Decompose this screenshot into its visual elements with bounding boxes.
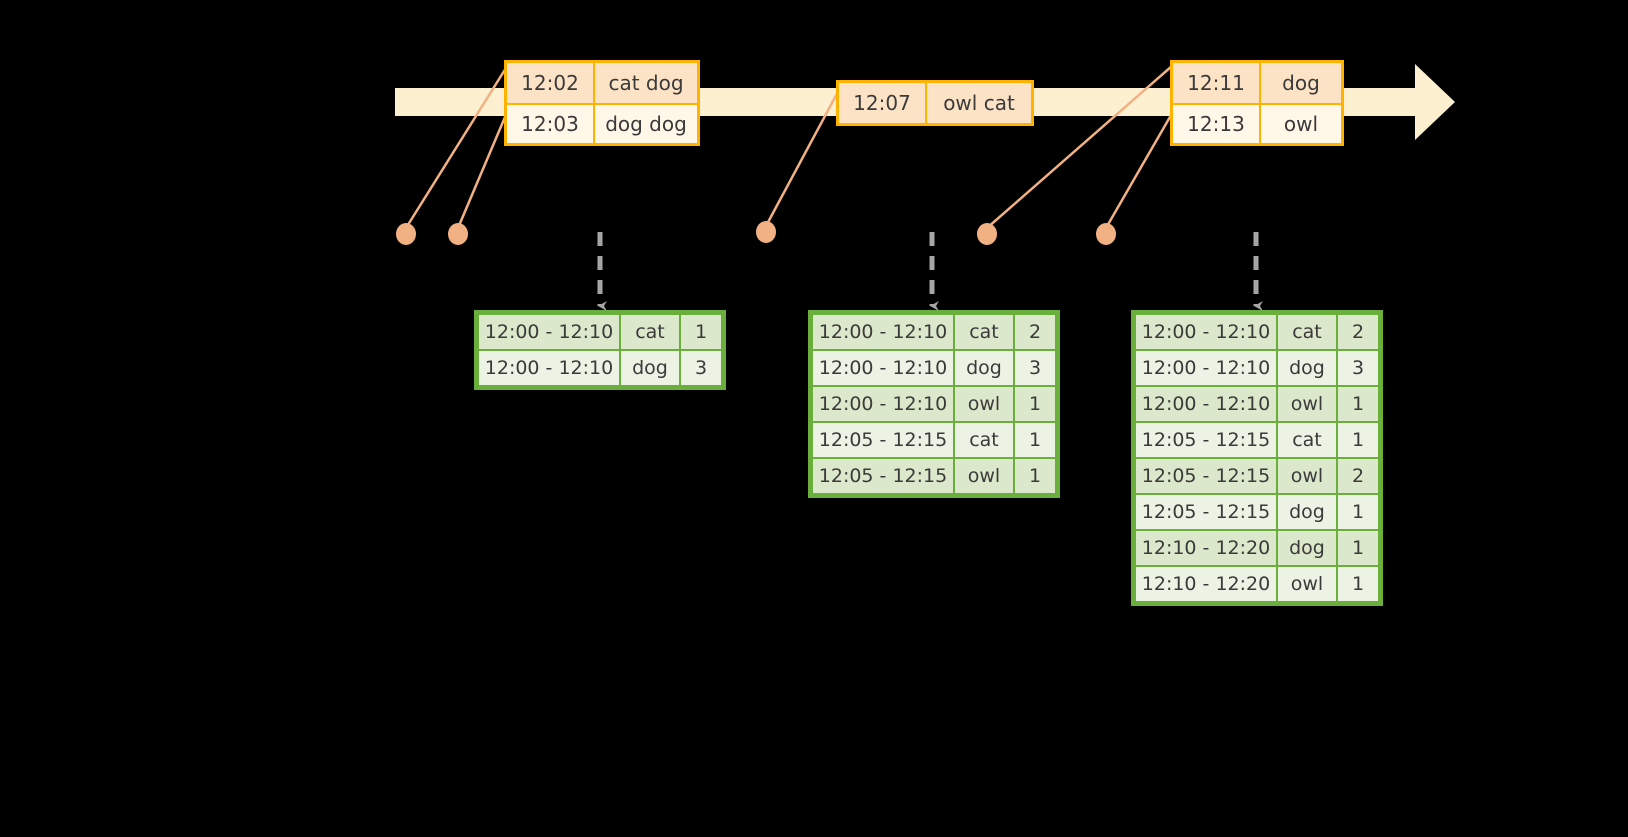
timeline-dot-5 (1096, 223, 1116, 245)
count-cell: 2 (1015, 315, 1055, 349)
key-cell: owl (955, 387, 1013, 421)
key-cell: cat (955, 423, 1013, 457)
count-cell: 1 (1338, 387, 1378, 421)
event-text: dog dog (595, 105, 697, 143)
count-cell: 3 (1338, 351, 1378, 385)
event-time: 12:11 (1173, 63, 1261, 103)
event-row: 12:02 cat dog (507, 63, 697, 103)
window-cell: 12:00 - 12:10 (813, 315, 953, 349)
event-row: 12:11 dog (1173, 63, 1341, 103)
count-cell: 1 (1015, 387, 1055, 421)
window-cell: 12:05 - 12:15 (1136, 423, 1276, 457)
key-cell: owl (1278, 387, 1336, 421)
window-cell: 12:00 - 12:10 (813, 351, 953, 385)
window-cell: 12:00 - 12:10 (479, 315, 619, 349)
count-cell: 2 (1338, 315, 1378, 349)
window-cell: 12:05 - 12:15 (1136, 459, 1276, 493)
event-box-2: 12:07 owl cat (836, 80, 1034, 126)
window-cell: 12:00 - 12:10 (1136, 387, 1276, 421)
timeline-dot-1 (396, 223, 416, 245)
connector-line-5 (1104, 109, 1176, 229)
key-cell: dog (621, 351, 679, 385)
emit-arrows (597, 232, 1263, 311)
key-cell: owl (955, 459, 1013, 493)
count-cell: 3 (681, 351, 721, 385)
window-cell: 12:10 - 12:20 (1136, 531, 1276, 565)
event-time: 12:13 (1173, 105, 1261, 143)
count-cell: 1 (1338, 495, 1378, 529)
timeline-dot-2 (448, 223, 468, 245)
key-cell: cat (621, 315, 679, 349)
count-cell: 1 (1338, 423, 1378, 457)
window-cell: 12:10 - 12:20 (1136, 567, 1276, 601)
count-cell: 1 (681, 315, 721, 349)
window-cell: 12:00 - 12:10 (1136, 315, 1276, 349)
timeline-arrow-head-icon (1415, 64, 1455, 140)
count-cell: 3 (1015, 351, 1055, 385)
event-row: 12:07 owl cat (839, 83, 1031, 123)
event-box-3: 12:11 dog 12:13 owl (1170, 60, 1344, 146)
window-cell: 12:00 - 12:10 (479, 351, 619, 385)
key-cell: dog (1278, 351, 1336, 385)
event-time: 12:03 (507, 105, 595, 143)
connector-line-2 (456, 109, 510, 229)
count-cell: 1 (1338, 567, 1378, 601)
key-cell: owl (1278, 459, 1336, 493)
key-cell: cat (1278, 423, 1336, 457)
window-cell: 12:00 - 12:10 (1136, 351, 1276, 385)
timeline-dot-4 (977, 223, 997, 245)
event-time: 12:07 (839, 83, 927, 123)
event-text: dog (1261, 63, 1341, 103)
event-text: cat dog (595, 63, 697, 103)
count-cell: 1 (1338, 531, 1378, 565)
key-cell: cat (955, 315, 1013, 349)
window-cell: 12:05 - 12:15 (813, 459, 953, 493)
key-cell: dog (955, 351, 1013, 385)
timeline-dots (396, 221, 1116, 245)
event-text: owl cat (927, 83, 1031, 123)
event-text: owl (1261, 105, 1341, 143)
count-cell: 1 (1015, 423, 1055, 457)
key-cell: owl (1278, 567, 1336, 601)
event-row: 12:03 dog dog (507, 103, 697, 143)
count-cell: 2 (1338, 459, 1378, 493)
count-cell: 1 (1015, 459, 1055, 493)
event-row: 12:13 owl (1173, 103, 1341, 143)
key-cell: dog (1278, 495, 1336, 529)
window-cell: 12:05 - 12:15 (813, 423, 953, 457)
timeline-dot-3 (756, 221, 776, 243)
event-time: 12:02 (507, 63, 595, 103)
event-box-1: 12:02 cat dog 12:03 dog dog (504, 60, 700, 146)
key-cell: cat (1278, 315, 1336, 349)
key-cell: dog (1278, 531, 1336, 565)
window-cell: 12:05 - 12:15 (1136, 495, 1276, 529)
window-cell: 12:00 - 12:10 (813, 387, 953, 421)
